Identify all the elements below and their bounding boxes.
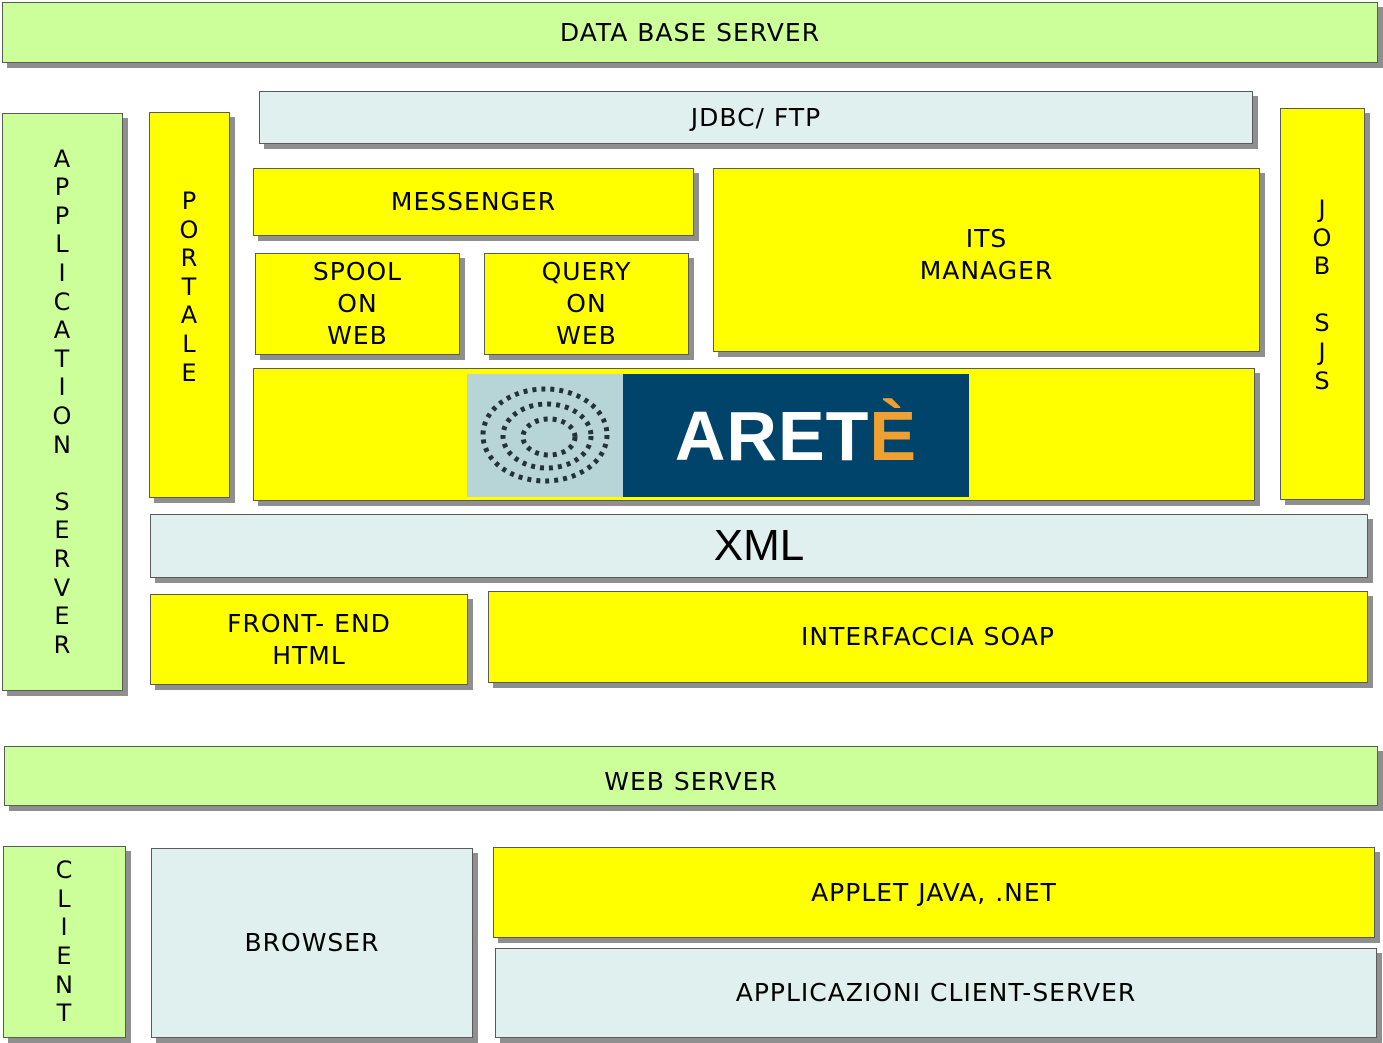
jdbc-ftp-box: JDBC/ FTP [259,91,1253,144]
query-on-web-box: QUERY ON WEB [484,253,689,355]
web-server-box: WEB SERVER [4,746,1378,806]
arete-wordmark-main: ARET [674,396,870,475]
spool-on-web-label: SPOOL ON WEB [312,257,403,350]
applet-java-net-label: APPLET JAVA, .NET [811,877,1057,907]
arete-wordmark-accent: È [869,396,918,475]
xml-label: XML [713,521,805,570]
people-spiral-icon [480,386,610,484]
application-server-box: A P P L I C A T I O N S E R V E R [2,113,123,691]
xml-box: XML [150,514,1368,578]
its-manager-label: ITS MANAGER [919,224,1054,285]
spool-on-web-box: SPOOL ON WEB [255,253,460,355]
job-sjs-label: J O B S J S [1312,195,1333,395]
database-server-label: DATA BASE SERVER [559,17,821,47]
query-on-web-label: QUERY ON WEB [541,257,632,350]
people-spiral-image [467,374,623,497]
messenger-box: MESSENGER [253,168,694,236]
applet-java-net-box: APPLET JAVA, .NET [493,847,1375,938]
jdbc-ftp-label: JDBC/ FTP [690,102,822,132]
interfaccia-soap-box: INTERFACCIA SOAP [488,591,1368,683]
database-server-box: DATA BASE SERVER [2,2,1378,63]
client-box: C L I E N T [3,846,126,1038]
application-server-label: A P P L I C A T I O N S E R V E R [52,144,73,659]
browser-label: BROWSER [244,928,380,957]
browser-box: BROWSER [151,848,473,1038]
front-end-html-box: FRONT- END HTML [150,594,468,685]
portale-box: P O R T A L E [149,112,230,498]
its-manager-box: ITS MANAGER [713,168,1260,352]
job-sjs-box: J O B S J S [1280,108,1365,500]
client-server-apps-box: APPLICAZIONI CLIENT-SERVER [495,948,1377,1038]
interfaccia-soap-label: INTERFACCIA SOAP [801,622,1055,651]
front-end-html-label: FRONT- END HTML [227,608,391,670]
messenger-label: MESSENGER [390,187,557,216]
client-server-apps-label: APPLICAZIONI CLIENT-SERVER [735,978,1137,1007]
portale-label: P O R T A L E [179,187,200,387]
web-server-label: WEB SERVER [604,767,778,796]
client-label: C L I E N T [55,856,74,1028]
